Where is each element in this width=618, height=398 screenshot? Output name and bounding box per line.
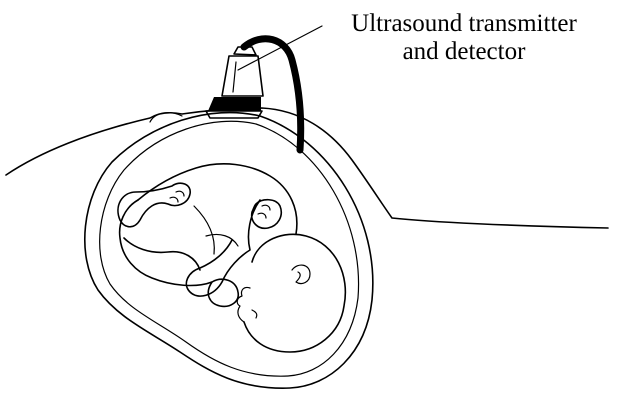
- ultrasound-probe: [206, 47, 263, 118]
- fetus-crossed-leg: [194, 206, 238, 254]
- fetus-fingers: [258, 205, 270, 218]
- fetus-arm: [186, 200, 260, 296]
- fetus-fist: [252, 200, 282, 229]
- probe-band: [208, 97, 261, 111]
- probe-label-line-1: Ultrasound transmitter: [314, 10, 614, 38]
- fetus-ear: [292, 265, 310, 284]
- probe-handle: [222, 56, 263, 96]
- fetus-thigh: [120, 200, 212, 285]
- probe-label-line-2: and detector: [314, 38, 614, 66]
- label-leader-line: [238, 26, 322, 70]
- fetus-lower-leg: [124, 238, 200, 270]
- fetus-head: [244, 234, 345, 352]
- fetus-upper-foot: [118, 183, 190, 227]
- fetus: [118, 164, 345, 352]
- fetus-mouth: [252, 310, 257, 318]
- fetus-toes: [170, 191, 184, 202]
- abdomen-outline: [6, 108, 608, 228]
- fetus-back: [138, 164, 297, 234]
- probe-highlight: [233, 62, 236, 92]
- abdomen-bump: [150, 113, 182, 122]
- fetus-face: [237, 287, 250, 322]
- uterus-inner-wall: [100, 121, 359, 376]
